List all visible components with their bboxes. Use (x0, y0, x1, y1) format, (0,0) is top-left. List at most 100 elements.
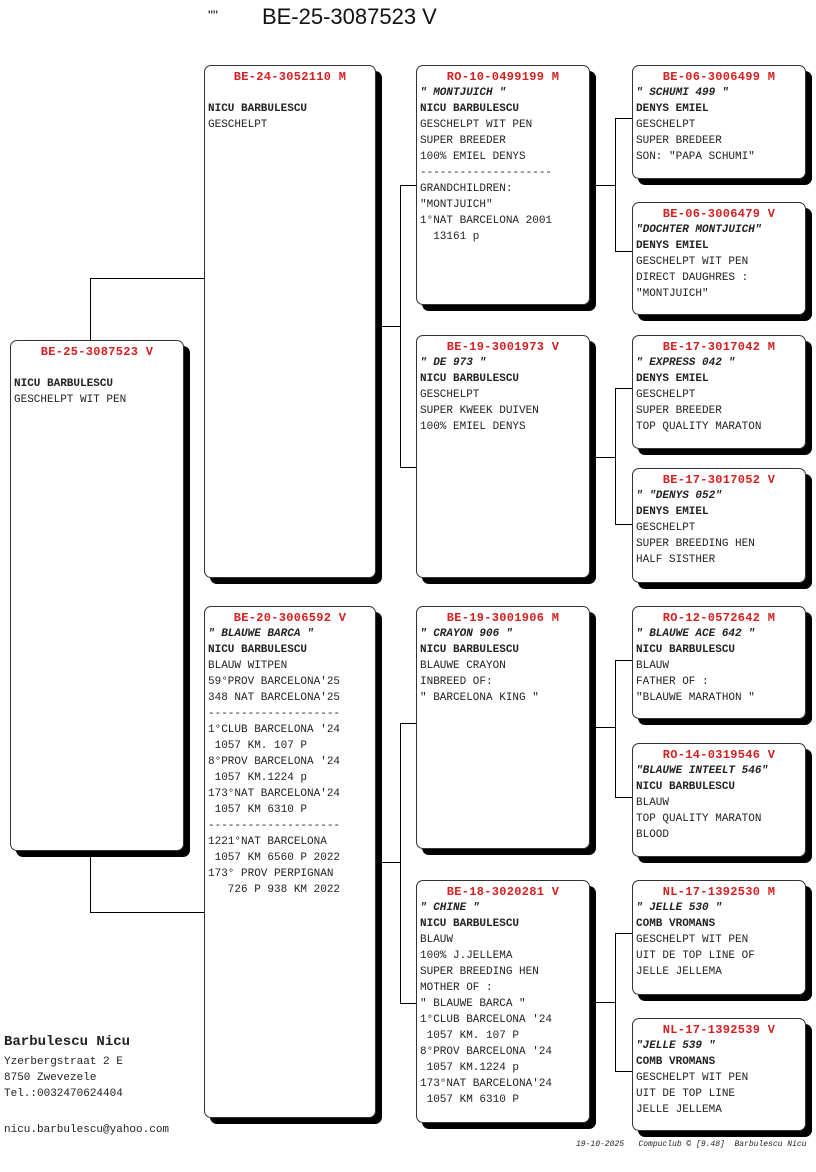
title-quotes: "" (208, 7, 218, 23)
info-line: 100% J.JELLEMA (420, 950, 513, 962)
info-line: GESCHELPT WIT PEN (636, 256, 749, 268)
owner-name: NICU BARBULESCU (636, 644, 736, 656)
ring-number: BE-06-3006479 V (662, 207, 776, 221)
info-line: 8°PROV BARCELONA '24 (208, 756, 341, 768)
owner-name: NICU BARBULESCU (208, 103, 308, 115)
nickname: "JELLE 539 " (636, 1040, 716, 1052)
connector-line (589, 727, 616, 728)
pigeon-card-sss[interactable]: BE-06-3006499 M" SCHUMI 499 "DENYS EMIEL… (632, 65, 806, 179)
info-line: UIT DE TOP LINE (636, 1088, 736, 1100)
info-line: SON: "PAPA SCHUMI" (636, 151, 755, 163)
nickname: " JELLE 530 " (636, 902, 722, 914)
connector-line (615, 660, 616, 797)
info-line: 13161 p (420, 231, 480, 243)
info-line: SUPER BREEDING HEN (636, 538, 755, 550)
info-line: MOTHER OF : (420, 982, 493, 994)
info-line: 1057 KM 6310 P (420, 1094, 520, 1106)
info-line: "MONTJUICH" (636, 288, 709, 300)
info-line: SUPER BREEDER (636, 405, 722, 417)
ring-number: BE-19-3001973 V (446, 340, 560, 354)
breeder-name: Barbulescu Nicu (4, 1034, 131, 1050)
pigeon-card-ssd[interactable]: BE-06-3006479 V"DOCHTER MONTJUICH"DENYS … (632, 202, 806, 315)
info-line: GESCHELPT (420, 389, 480, 401)
connector-line (615, 797, 632, 798)
info-line: GESCHELPT WIT PEN (636, 1072, 749, 1084)
pigeon-card-dds[interactable]: NL-17-1392530 M " JELLE 530 " COMB VROMANS… (632, 880, 806, 995)
ring-number: RO-12-0572642 M (662, 611, 776, 625)
info-line: SUPER KWEEK DUIVEN (420, 405, 539, 417)
info-line: "MONTJUICH" (420, 199, 493, 211)
info-line: GESCHELPT (208, 119, 268, 131)
owner-name: NICU BARBULESCU (14, 378, 114, 390)
info-line: 59°PROV BARCELONA'25 (208, 676, 341, 688)
info-line: TOP QUALITY MARATON (636, 421, 762, 433)
info-line: GESCHELPT (636, 119, 696, 131)
info-line: "BLAUWE MARATHON " (636, 692, 755, 704)
ring-number: BE-25-3087523 V (40, 345, 154, 359)
info-line: 1057 KM. 107 P (208, 740, 308, 752)
footer-software: Compuclub © [9.48] (638, 1140, 725, 1149)
info-line: 1°CLUB BARCELONA '24 (208, 724, 341, 736)
nickname: " CHINE " (420, 902, 480, 914)
ring-number: BE-19-3001906 M (446, 611, 560, 625)
info-line: " BARCELONA KING " (420, 692, 539, 704)
connector-line (375, 326, 401, 327)
info-line: HALF SISTHER (636, 554, 716, 566)
info-line: 8°PROV BARCELONA '24 (420, 1046, 553, 1058)
pigeon-card-sire-dam[interactable]: BE-19-3001973 V" DE 973 "NICU BARBULESCU… (416, 335, 590, 578)
info-line: GESCHELPT WIT PEN (420, 119, 533, 131)
connector-line (375, 862, 401, 863)
pigeon-card-dam-sire[interactable]: BE-19-3001906 M " CRAYON 906 " NICU BARBUL… (416, 606, 590, 849)
info-line: 1°NAT BARCELONA 2001 (420, 215, 553, 227)
nickname: " CRAYON 906 " (420, 628, 513, 640)
info-line: -------------------- (208, 708, 341, 720)
connector-line (615, 933, 616, 1071)
ring-number: NL-17-1392530 M (662, 885, 776, 899)
connector-line (90, 912, 204, 913)
breeder-phone: Tel.:0032470624404 (4, 1088, 123, 1100)
spacer (208, 85, 372, 101)
info-line: GESCHELPT WIT PEN (636, 934, 749, 946)
connector-line (400, 467, 416, 468)
info-line: BLAUWE CRAYON (420, 660, 506, 672)
connector-line (90, 278, 91, 340)
ring-number: NL-17-1392539 V (662, 1023, 776, 1037)
pigeon-card-sire-sire[interactable]: RO-10-0499199 M" MONTJUICH "NICU BARBULE… (416, 65, 590, 305)
info-line: 100% EMIEL DENYS (420, 151, 526, 163)
info-line: JELLE JELLEMA (636, 1104, 722, 1116)
info-line: GESCHELPT (636, 389, 696, 401)
connector-line (400, 185, 401, 468)
info-line: UIT DE TOP LINE OF (636, 950, 755, 962)
owner-name: NICU BARBULESCU (208, 644, 308, 656)
pigeon-card-dam[interactable]: BE-20-3006592 V" BLAUWE BARCA "NICU BARB… (204, 606, 376, 1118)
connector-line (615, 933, 632, 934)
nickname: "DOCHTER MONTJUICH" (636, 224, 762, 236)
pigeon-card-sds[interactable]: BE-17-3017042 M" EXPRESS 042 "DENYS EMIE… (632, 335, 806, 449)
owner-name: NICU BARBULESCU (636, 781, 736, 793)
info-line: 173°NAT BARCELONA'24 (420, 1078, 553, 1090)
info-line: 1057 KM.1224 p (208, 772, 308, 784)
connector-line (589, 457, 616, 458)
ring-number: RO-10-0499199 M (446, 70, 560, 84)
nickname: " SCHUMI 499 " (636, 87, 729, 99)
connector-line (90, 278, 204, 279)
info-line: 726 P 938 KM 2022 (208, 884, 341, 896)
info-line: SUPER BREEDING HEN (420, 966, 539, 978)
footer-name: Barbulescu Nicu (734, 1140, 807, 1149)
info-line: DIRECT DAUGHRES : (636, 272, 749, 284)
ring-number: BE-06-3006499 M (662, 70, 776, 84)
info-line: TOP QUALITY MARATON (636, 813, 762, 825)
info-line: GESCHELPT (636, 522, 696, 534)
pigeon-card-dsd[interactable]: RO-14-0319546 V"BLAUWE INTEELT 546"NICU … (632, 743, 806, 857)
breeder-street: Yzerbergstraat 2 E (4, 1056, 123, 1068)
owner-name: NICU BARBULESCU (420, 644, 520, 656)
breeder-city: 8750 Zwevezele (4, 1072, 97, 1084)
pigeon-card-dss[interactable]: RO-12-0572642 M" BLAUWE ACE 642 "NICU BA… (632, 606, 806, 719)
info-line: 173° PROV PERPIGNAN (208, 868, 334, 880)
owner-name: COMB VROMANS (636, 918, 716, 930)
